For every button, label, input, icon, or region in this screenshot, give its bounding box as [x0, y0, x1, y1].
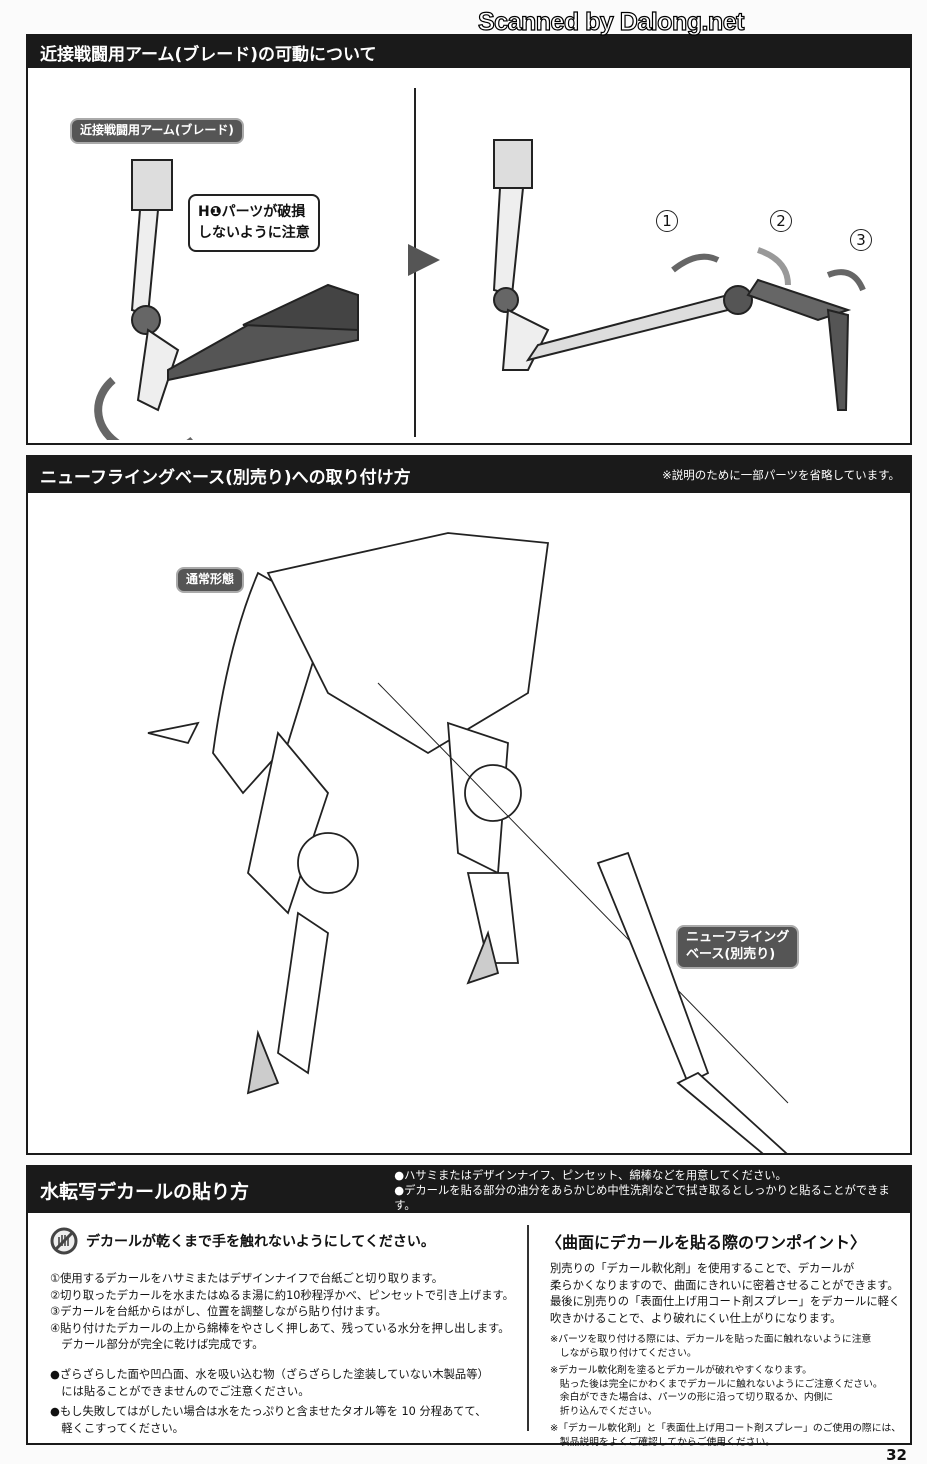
tip-note: ※「デカール軟化剤」と「表面仕上げ用コート剤スプレー」のご使用の際には、 — [550, 1423, 902, 1434]
no-touch-icon — [50, 1227, 78, 1255]
step-item: ③デカールを台紙からはがし、位置を調整しながら貼り付けます。 — [50, 1305, 387, 1318]
callout-line: H❶パーツが破損 — [198, 204, 306, 220]
step-number: 2 — [770, 210, 792, 232]
label-line: ベース(別売り) — [686, 946, 776, 962]
section-title: ニューフライングベース(別売り)への取り付け方 ※説明のために一部パーツを省略し… — [28, 457, 910, 493]
watermark: Scanned by Dalong.net — [477, 7, 745, 36]
tip-note: ※パーツを取り付ける際には、デカールを貼った面に触れないように注意 — [550, 1334, 872, 1345]
section-flying-base: ニューフライングベース(別売り)への取り付け方 ※説明のために一部パーツを省略し… — [26, 455, 912, 1155]
header-note: ●ハサミまたはデザインナイフ、ピンセット、綿棒などを用意してください。 — [394, 1168, 787, 1182]
step-number: 3 — [850, 229, 872, 251]
warning-row: デカールが乾くまで手を触れないようにしてください。 — [50, 1227, 435, 1255]
arm-illustration — [94, 139, 866, 440]
warning-text: デカールが乾くまで手を触れないようにしてください。 — [86, 1234, 435, 1250]
section-title: 水転写デカールの貼り方 — [40, 1180, 250, 1203]
tip-line: 別売りの「デカール軟化剤」を使用することで、デカールが — [550, 1262, 855, 1275]
tip-box: 〈曲面にデカールを貼る際のワンポイント〉 別売りの「デカール軟化剤」を使用するこ… — [546, 1229, 901, 1449]
bullet-item: ●もし失敗してはがしたい場合は水をたっぷりと含ませたタオル等を 10 分程あてて… — [50, 1405, 487, 1418]
header-notes: ●ハサミまたはデザインナイフ、ピンセット、綿棒などを用意してください。 ●デカー… — [394, 1168, 910, 1213]
tip-note: 余白ができた場合は、パーツの形に沿って切り取るか、内側に — [550, 1392, 834, 1403]
tip-note: 製品説明をよくご確認してからご使用ください。 — [550, 1436, 776, 1448]
bullet-item: ●ざらざらした面や凹凸面、水を吸い込む物（ざらざらした塗装していない木製品等） — [50, 1368, 489, 1381]
figure-illustration — [147, 532, 789, 1153]
flying-base-label: ニューフライング ベース(別売り) — [676, 925, 800, 969]
step-item: ②切り取ったデカールを水またはぬるま湯に約10秒程浮かべ、ピンセットで引き上げま… — [50, 1288, 514, 1302]
steps-list: ①使用するデカールをハサミまたはデザインナイフで台紙ごと切り取ります。 ②切り取… — [50, 1271, 514, 1354]
tip-note: しながら取り付けてください。 — [550, 1347, 697, 1359]
tip-title: 〈曲面にデカールを貼る際のワンポイント〉 — [546, 1233, 867, 1252]
arrow-right-icon — [408, 244, 440, 276]
step-item: ①使用するデカールをハサミまたはデザインナイフで台紙ごと切り取ります。 — [50, 1272, 444, 1285]
normal-mode-label: 通常形態 — [176, 567, 245, 593]
tip-line: 柔らかくなりますので、曲面にきれいに密着させることができます。 — [550, 1278, 899, 1292]
tip-line: 最後に別売りの「表面仕上げ用コート剤スプレー」をデカールに軽く — [550, 1295, 901, 1308]
section-header: 水転写デカールの貼り方 ●ハサミまたはデザインナイフ、ピンセット、綿棒などを用意… — [28, 1167, 910, 1213]
bullet-item: には貼ることができませんのでご注意ください。 — [50, 1384, 310, 1398]
bullet-item: 軽くこすってください。 — [50, 1421, 184, 1435]
label-line: ニューフライング — [686, 930, 790, 945]
tip-note: ※デカール軟化剤を塗るとデカールが破れやすくなります。 — [550, 1365, 812, 1376]
section-title: 近接戦闘用アーム(ブレード)の可動について — [28, 36, 910, 68]
header-note: ●デカールを貼る部分の油分をあらかじめ中性洗剤などで拭き取るとしっかりと貼ること… — [394, 1183, 890, 1212]
step-number: 1 — [656, 210, 678, 232]
omission-note: ※説明のために一部パーツを省略しています。 — [662, 468, 900, 482]
divider — [527, 1225, 529, 1431]
bullets-list: ●ざらざらした面や凹凸面、水を吸い込む物（ざらざらした塗装していない木製品等） … — [50, 1367, 489, 1437]
arm-label: 近接戦闘用アーム(ブレード) — [70, 118, 244, 144]
tip-line: 吹きかけることで、より破れにくい仕上がりになります。 — [550, 1311, 842, 1325]
tip-note: 貼った後は完全にかわくまでデカールに触れないようにご注意ください。 — [550, 1378, 883, 1390]
section-arm-articulation: 近接戦闘用アーム(ブレード)の可動について 近接戦闘用アーム(ブレード) H❶パ… — [26, 34, 912, 445]
tip-note: 折り込んでください。 — [550, 1405, 658, 1417]
page-number: 32 — [886, 1446, 907, 1464]
section-decal-instructions: 水転写デカールの貼り方 ●ハサミまたはデザインナイフ、ピンセット、綿棒などを用意… — [26, 1165, 912, 1448]
section-title-text: ニューフライングベース(別売り)への取り付け方 — [40, 467, 411, 488]
callout-line: しないように注意 — [198, 225, 310, 241]
step-item: ④貼り付けたデカールの上から綿棒をやさしく押しあて、残っている水分を押し出します… — [50, 1321, 510, 1335]
step-item: デカール部分が完全に乾けば完成です。 — [50, 1338, 264, 1351]
caution-callout: H❶パーツが破損 しないように注意 — [188, 194, 320, 252]
